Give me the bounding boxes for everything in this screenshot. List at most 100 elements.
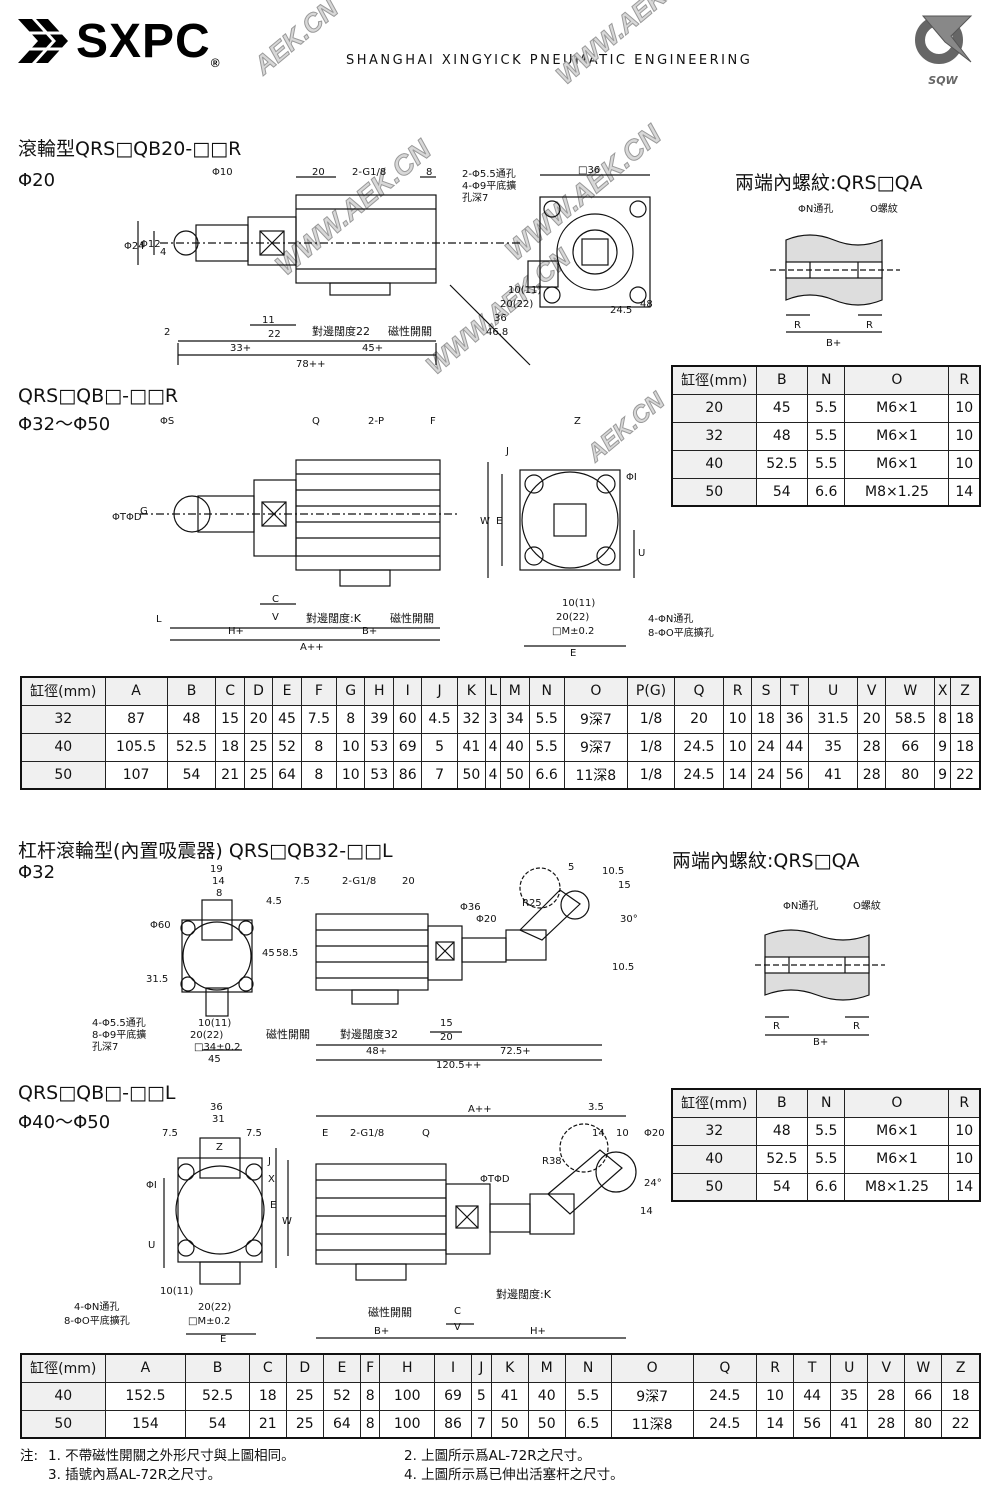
table-cell: 69: [392, 732, 423, 762]
dim-label: 15: [440, 1018, 453, 1029]
dim-label: 4-ΦN通孔: [74, 1301, 119, 1313]
dim-label: 45: [262, 948, 275, 959]
table-cell: 40: [20, 732, 106, 762]
dim-label: X: [268, 1174, 275, 1185]
table-header-cell: F: [300, 676, 337, 706]
dim-label: W: [480, 516, 490, 527]
dim-label: ΦT: [112, 512, 127, 523]
dim-label: F: [430, 416, 436, 427]
dim-label: 4-Φ5.5通孔: [92, 1017, 146, 1029]
table-cell: 34: [500, 704, 530, 734]
dim-label: B+: [374, 1326, 389, 1337]
dim-label: 2-G1/8: [342, 876, 376, 887]
table-cell: 5.5: [807, 1144, 846, 1174]
dim-label: 3.5: [588, 1102, 604, 1113]
table-cell: 14: [756, 1409, 795, 1439]
table-cell: 8: [934, 704, 952, 734]
table-header-cell: H: [364, 676, 394, 706]
dim-label: Q: [422, 1128, 430, 1139]
dim-label: E: [220, 1334, 226, 1345]
dim-label: 4.5: [266, 896, 282, 907]
table-header-cell: C: [215, 676, 245, 706]
table-cell: 5.5: [807, 421, 846, 451]
dim-label: 2-Φ5.5通孔: [462, 168, 516, 180]
table-cell: 32: [20, 704, 106, 734]
table-cell: 54: [166, 760, 217, 790]
table-cell: 10: [948, 393, 981, 423]
dim-label: Φ36: [460, 902, 481, 913]
table-cell: 52: [272, 732, 302, 762]
dim-label: 11: [262, 315, 275, 326]
sqw-logo: SQW: [913, 12, 973, 87]
table-cell: M6×1: [844, 393, 950, 423]
dim-label: Z: [574, 416, 581, 427]
watermark: AEK.CN: [248, 0, 345, 81]
table-header-cell: B: [166, 676, 217, 706]
table-header-cell: N: [564, 1353, 612, 1383]
brand-text: SXPC: [76, 15, 211, 68]
watermark: WWW.AEK.CN: [550, 0, 707, 91]
dim-label: 24.5: [610, 305, 632, 316]
table-cell: 11深8: [610, 1409, 694, 1439]
table-cell: 6.6: [807, 1172, 846, 1202]
dim-label: 8-Φ9平底擴: [92, 1028, 146, 1041]
dim-label: 58.5: [276, 948, 298, 959]
table-header-cell: 缸徑(mm): [20, 676, 106, 706]
dim-label: 15: [618, 880, 631, 891]
table-header-cell: M: [500, 676, 530, 706]
table-cell: 35: [808, 732, 858, 762]
table-cell: 14: [948, 477, 981, 507]
dim-label: 19: [210, 864, 223, 875]
table-cell: M8×1.25: [844, 1172, 950, 1202]
table-cell: 40: [527, 1381, 566, 1411]
dim-label: 20(22): [190, 1030, 223, 1041]
table-header-cell: C: [248, 1353, 287, 1383]
table-cell: 50: [456, 760, 487, 790]
dim-label: 20(22): [556, 612, 589, 623]
table-cell: 20: [243, 704, 274, 734]
table-cell: 86: [392, 760, 423, 790]
note-4: 4. 上圖所示爲已伸出活塞杆之尺寸。: [404, 1467, 624, 1483]
table-header-cell: T: [779, 676, 810, 706]
dim-label: 對邊闊度:K: [306, 611, 362, 625]
qb-r-drawing: ΦS Q 2-P F J Z ΦT ΦD G W E U ΦI C V L H+…: [112, 416, 714, 659]
dim-label: G: [140, 506, 148, 517]
table-cell: 1/8: [626, 704, 676, 734]
table-cell: 53: [364, 760, 394, 790]
table-cell: 100: [379, 1381, 436, 1411]
table-cell: 6.5: [564, 1409, 612, 1439]
dim-label: R: [853, 1021, 860, 1032]
table-header-cell: U: [808, 676, 858, 706]
dim-label: 120.5++: [436, 1060, 481, 1071]
table-cell: 50: [20, 760, 106, 790]
dim-label: 磁性開關: [388, 324, 432, 338]
dim-label: R: [794, 320, 801, 331]
table-cell: 44: [779, 732, 810, 762]
table-cell: 50: [671, 1172, 757, 1202]
table-header-cell: Q: [674, 676, 724, 706]
dim-label: 78++: [296, 359, 325, 370]
table-cell: 21: [215, 760, 245, 790]
dim-label: V: [454, 1322, 461, 1333]
dim-label: ΦI: [626, 472, 637, 483]
table-cell: 41: [830, 1409, 869, 1439]
dim-label: 7.5: [162, 1128, 178, 1139]
dim-label: B+: [813, 1037, 828, 1048]
table-cell: 24.5: [674, 760, 724, 790]
table-header-cell: W: [885, 676, 936, 706]
dim-label: A++: [300, 642, 324, 653]
sqw-text: SQW: [928, 74, 958, 87]
table-cell: 28: [867, 1409, 906, 1439]
dim-label: 46.8: [486, 327, 508, 338]
table-header-cell: O: [844, 365, 950, 395]
dim-label: Φ10: [212, 167, 233, 178]
dim-label: 48+: [366, 1046, 387, 1057]
table-cell: 14: [722, 760, 753, 790]
table-cell: 52: [322, 1381, 361, 1411]
dim-label: 7.5: [294, 876, 310, 887]
dim-label: 45+: [362, 343, 383, 354]
dim-label: 20(22): [500, 299, 533, 310]
